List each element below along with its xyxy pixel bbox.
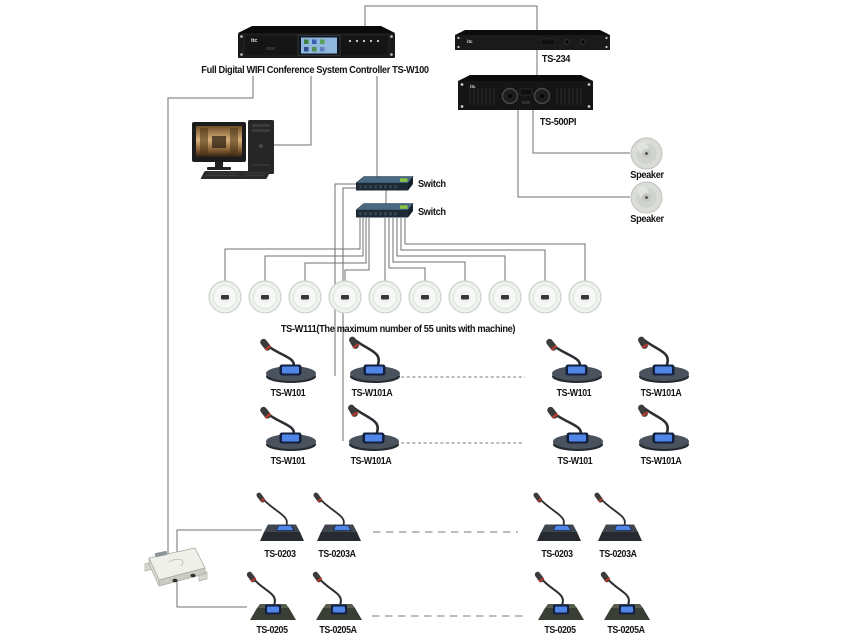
speaker2-caption: Speaker [630, 213, 664, 225]
itc-logo-mark [341, 295, 349, 300]
cable-switch2-to-ceiling-unit4 [344, 218, 370, 281]
itc-logo: itc [467, 39, 473, 45]
cable-switch2-to-ceiling-unit10 [404, 218, 586, 281]
mic-label: TS-W101 [270, 388, 306, 399]
mic-unit-row3-3 [522, 490, 592, 544]
switch1-caption: Switch [418, 178, 446, 190]
ts-234-caption: TS-234 [541, 53, 571, 65]
itc-logo: itc [470, 84, 476, 90]
mic-unit-row1-3 [539, 336, 609, 384]
mic-label: TS-W101A [640, 388, 682, 399]
ts-500pi-caption: TS-500PI [539, 116, 577, 128]
mic-label: TS-0205A [319, 625, 357, 636]
mic-unit-row1-4 [626, 336, 696, 384]
mic-label: TS-0205A [607, 625, 645, 636]
itc-logo-mark [221, 295, 229, 300]
ceiling-unit-ts-w111-5 [365, 277, 405, 317]
cable-ts500pi-to-speaker2 [517, 110, 630, 198]
cable-switch2-to-ceiling-unit6 [388, 218, 426, 281]
cable-switch2-to-ceiling-unit7 [392, 218, 466, 281]
mic-label: TS-W101A [351, 388, 393, 399]
conference-controller-ts-w100: itc [238, 26, 395, 58]
switch-leds [400, 178, 408, 182]
cable-controller-to-ts234 [364, 5, 538, 34]
mic-unit-row3-1 [245, 490, 315, 544]
itc-logo-mark [381, 295, 389, 300]
mic-unit-row2-3 [540, 404, 610, 452]
knob [580, 38, 587, 45]
controller-caption: Full Digital WIFI Conference System Cont… [201, 64, 429, 76]
cable-switch2-to-ceiling-unit3 [304, 218, 367, 281]
network-switch-2 [356, 203, 418, 220]
amplifier-ts-500pi: itc [458, 75, 593, 111]
cable-controller-to-computer [274, 76, 312, 146]
mic-unit-row4-3 [525, 571, 595, 623]
controller-leds [348, 39, 380, 43]
ceiling-unit-ts-w111-8 [485, 277, 525, 317]
ceiling-units-caption: TS-W111(The maximum number of 55 units w… [280, 323, 516, 335]
mic-label: TS-0203 [541, 549, 573, 560]
itc-logo: itc [251, 38, 257, 44]
cable-switch1-to-mic-row1 [334, 183, 358, 376]
mic-unit-row4-2 [303, 571, 373, 623]
ceiling-unit-ts-w111-10 [565, 277, 605, 317]
ceiling-unit-ts-w111-6 [405, 277, 445, 317]
mic-unit-row1-2 [337, 336, 407, 384]
mic-unit-row2-1 [253, 404, 323, 452]
ceiling-unit-ts-w111-1 [205, 277, 245, 317]
mic-label: TS-W101 [556, 388, 592, 399]
itc-logo-mark [261, 295, 269, 300]
cable-ts500pi-to-speaker1 [532, 110, 630, 154]
mic-label: TS-0203A [318, 549, 356, 560]
mic-label: TS-0203A [599, 549, 637, 560]
mic-unit-row3-4 [583, 490, 653, 544]
knob [564, 38, 571, 45]
cable-switch2-to-ceiling-unit1 [224, 218, 361, 281]
touchscreen-app-icons [304, 39, 325, 52]
network-switch-1 [356, 176, 418, 193]
cable-controller-to-extension-box [167, 76, 254, 556]
mic-unit-row1-1 [253, 336, 323, 384]
switch-leds [400, 205, 408, 209]
speaker-unit-2 [628, 179, 665, 216]
itc-logo-mark [541, 295, 549, 300]
mic-label: TS-0205 [544, 625, 576, 636]
switch2-caption: Switch [418, 206, 446, 218]
speaker-unit-1 [628, 135, 665, 172]
mic-unit-row2-2 [336, 404, 406, 452]
operator-computer [168, 116, 276, 180]
speaker1-caption: Speaker [630, 169, 664, 181]
mic-unit-row4-4 [591, 571, 661, 623]
computer-mouse [238, 172, 246, 178]
itc-logo-mark [301, 295, 309, 300]
mic-label: TS-W101 [270, 456, 306, 467]
mic-label: TS-0205 [256, 625, 288, 636]
itc-logo-mark [581, 295, 589, 300]
ceiling-unit-ts-w111-7 [445, 277, 485, 317]
mic-unit-row4-1 [237, 571, 307, 623]
cable-switch2-to-ceiling-unit9 [400, 218, 546, 281]
mic-unit-row2-4 [626, 404, 696, 452]
ceiling-unit-ts-w111-3 [285, 277, 325, 317]
cable-switch1-to-mic-row2 [342, 187, 358, 441]
mic-label: TS-0203 [264, 549, 296, 560]
mic-unit-row3-2 [302, 490, 372, 544]
ceiling-unit-ts-w111-2 [245, 277, 285, 317]
cable-switch2-to-ceiling-unit2 [264, 218, 364, 281]
ceiling-unit-ts-w111-4 [325, 277, 365, 317]
cable-switch2-to-ceiling-unit8 [396, 218, 506, 281]
itc-logo-mark [421, 295, 429, 300]
extension-box [141, 544, 211, 592]
mic-label: TS-W101A [640, 456, 682, 467]
mic-label: TS-W101A [350, 456, 392, 467]
mic-label: TS-W101 [557, 456, 593, 467]
ceiling-unit-ts-w111-9 [525, 277, 565, 317]
itc-logo-mark [501, 295, 509, 300]
vent-grille [469, 88, 582, 105]
rack-unit-ts-234: itc [455, 30, 610, 51]
computer-keyboard [200, 171, 271, 179]
itc-logo-mark [461, 295, 469, 300]
